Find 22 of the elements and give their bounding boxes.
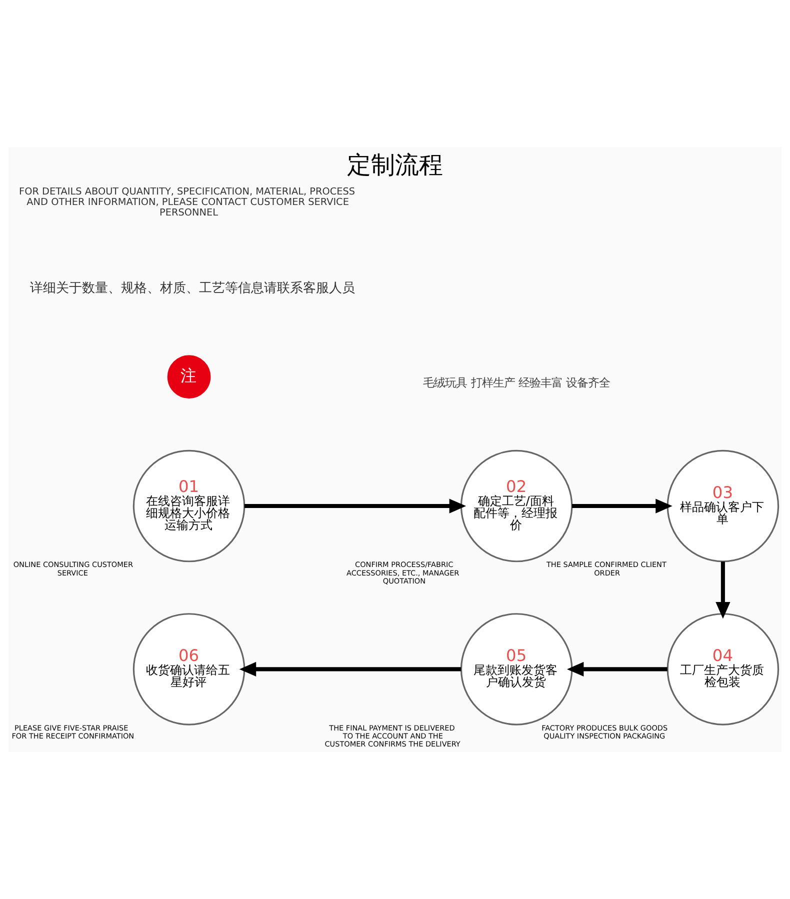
node-label: CONFIRM PROCESS/FABRIC ACCESSORIES, ETC., MANAGER QUOTATION: [346, 560, 460, 586]
label: 毛绒玩具 打样生产 经验丰富 设备齐全: [423, 376, 610, 390]
node-circle: 01 在线咨询客服详细规格大小价格运输方式: [132, 450, 246, 562]
arrow: [244, 498, 466, 514]
node-label: FACTORY PRODUCES BULK GOODS QUALITY INSPECTION PACKAGING: [542, 723, 668, 740]
arrow: [716, 562, 730, 619]
node-label: THE FINAL PAYMENT IS DELIVERED TO THE ACCOUNT AND THE CUSTOMER CONFIRMS THE DELIVERY: [324, 723, 460, 749]
node-circle: 05 尾款到账发货客户确认发货: [460, 613, 573, 726]
arrow: [566, 662, 668, 677]
node-circle: 06 收货确认请给五星好评: [132, 613, 246, 726]
arrow: [572, 498, 672, 514]
arrow: [239, 662, 462, 677]
node-circle: 注: [167, 355, 211, 398]
node-circle: 02 确定工艺/面料配件等，经理报价: [460, 450, 573, 562]
node-circle: 03 样品确认客户下单: [666, 450, 780, 562]
node-label: PLEASE GIVE FIVE-STAR PRAISE FOR THE RECEIPT CONFIRMATION: [12, 723, 134, 740]
diagram-title: 定制流程: [347, 150, 443, 179]
node-label: THE SAMPLE CONFIRMED CLIENT ORDER: [546, 560, 666, 578]
label: FOR DETAILS ABOUT QUANTITY, SPECIFICATION, MATERIAL, PROCESS AND OTHER INFORMATION, PLEASE CONTACT CUSTOMER SERVICE PERSONNEL: [18, 186, 356, 218]
node-label: ONLINE CONSULTING CUSTOMER SERVICE: [13, 560, 133, 578]
label: 详细关于数量、规格、材质、工艺等信息请联系客服人员: [30, 280, 355, 296]
node-circle: 04 工厂生产大货质检包装: [666, 613, 780, 726]
